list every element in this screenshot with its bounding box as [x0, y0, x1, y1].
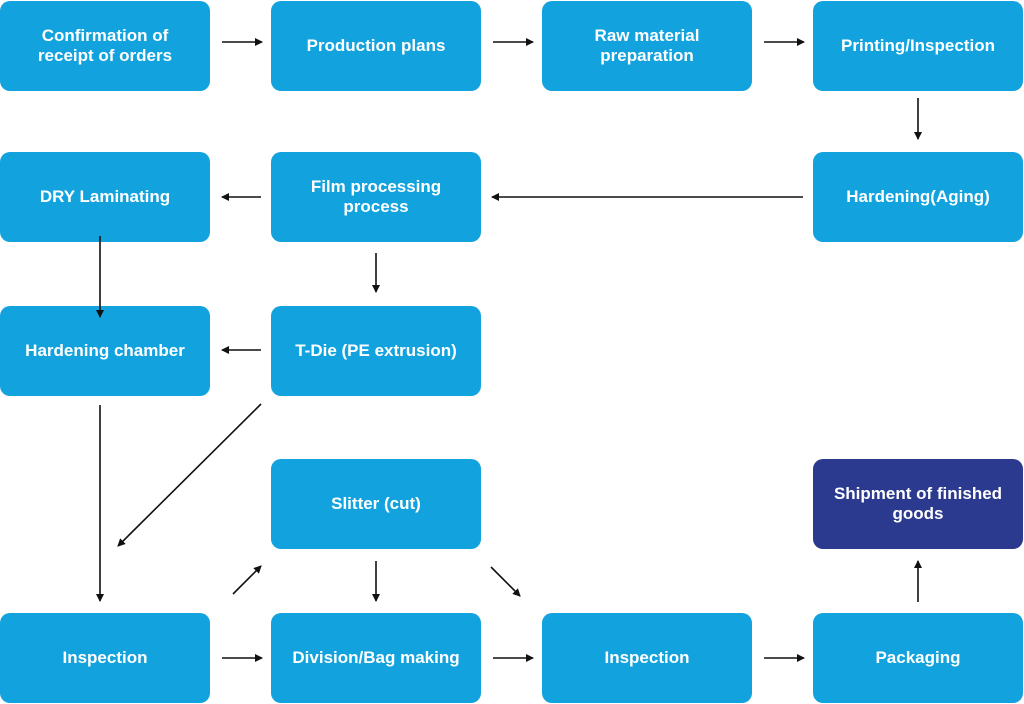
step-hardening-chamber: Hardening chamber [0, 306, 210, 396]
step-label: Division/Bag making [292, 648, 460, 667]
step-hardening-aging: Hardening(Aging) [813, 152, 1023, 242]
step-label: Film processing process [310, 177, 442, 216]
step-label: Raw material preparation [594, 26, 700, 65]
step-confirmation-of-receipt: Confirmation of receipt of orders [0, 1, 210, 91]
arrow-slitter-to-inspection-second [490, 566, 521, 597]
step-inspection-first: Inspection [0, 613, 210, 703]
step-packaging: Packaging [813, 613, 1023, 703]
step-division-bag-making: Division/Bag making [271, 613, 481, 703]
step-label: Hardening chamber [25, 341, 185, 360]
step-label: DRY Laminating [39, 187, 171, 206]
step-label: Inspection [62, 648, 148, 667]
step-label: Inspection [604, 648, 690, 667]
step-production-plans: Production plans [271, 1, 481, 91]
arrow-inspection-to-slitter [232, 565, 262, 595]
step-t-die-pe-extrusion: T-Die (PE extrusion) [271, 306, 481, 396]
step-shipment-of-finished-goods: Shipment of finished goods [813, 459, 1023, 549]
step-inspection-second: Inspection [542, 613, 752, 703]
step-label: Shipment of finished goods [833, 484, 1003, 523]
step-dry-laminating: DRY Laminating [0, 152, 210, 242]
step-label: T-Die (PE extrusion) [295, 341, 457, 360]
step-label: Hardening(Aging) [846, 187, 990, 206]
arrow-t-die-to-inspection [117, 403, 262, 547]
step-slitter: Slitter (cut) [271, 459, 481, 549]
step-raw-material-preparation: Raw material preparation [542, 1, 752, 91]
step-label: Confirmation of receipt of orders [37, 26, 173, 65]
step-label: Production plans [306, 36, 446, 55]
step-label: Packaging [875, 648, 961, 667]
step-film-processing: Film processing process [271, 152, 481, 242]
step-label: Printing/Inspection [841, 36, 995, 55]
step-label: Slitter (cut) [331, 494, 421, 513]
step-printing-inspection: Printing/Inspection [813, 1, 1023, 91]
